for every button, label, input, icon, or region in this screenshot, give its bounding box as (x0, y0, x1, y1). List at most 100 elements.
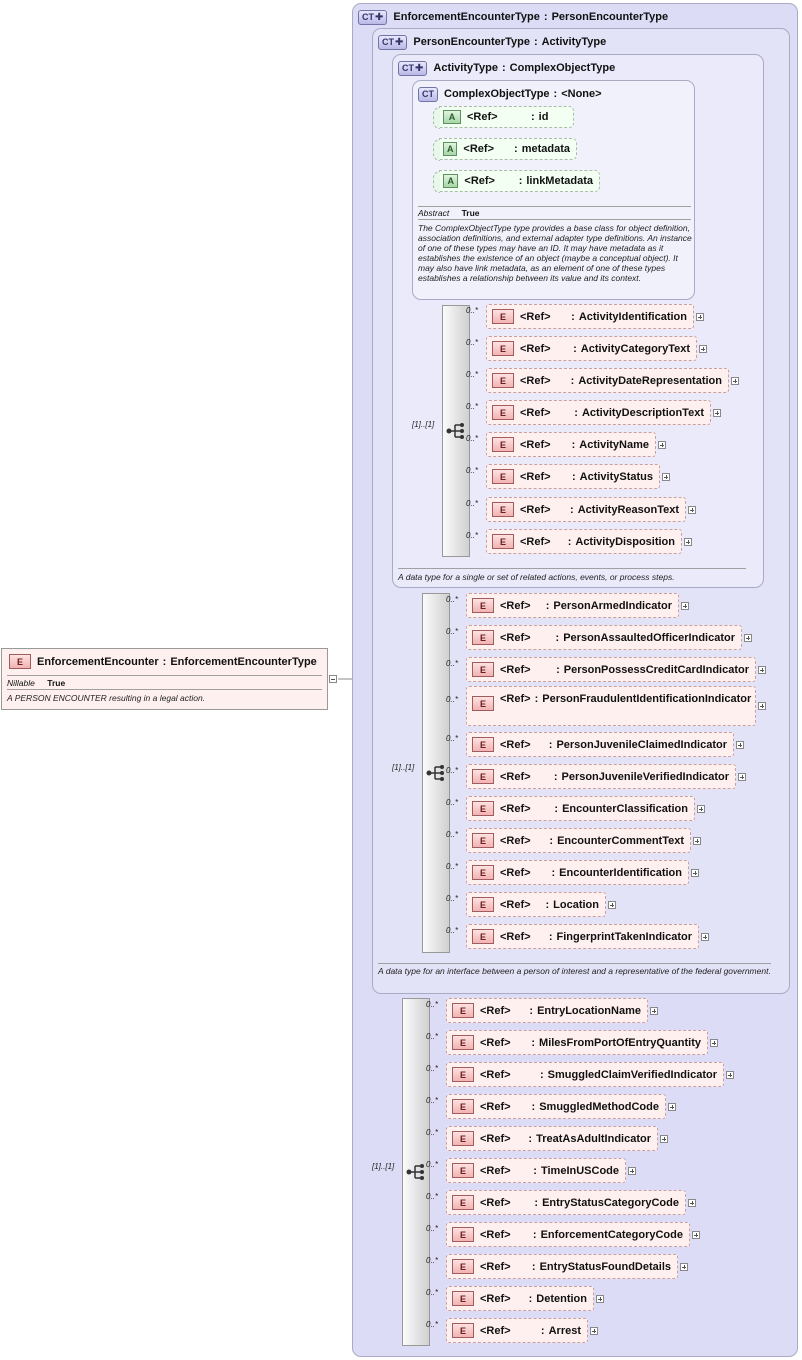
expand-toggle[interactable] (701, 932, 709, 941)
type-separator: : (514, 143, 518, 155)
type-separator: : (529, 1004, 534, 1017)
element-name: FingerprintTakenIndicator (556, 930, 692, 943)
element-cardinality: 0..* (426, 999, 439, 1009)
element-person-assaulted-officer-indicator[interactable]: E<Ref>:PersonAssaultedOfficerIndicator (466, 625, 742, 650)
element-person-fraudulent-identification-indicator[interactable]: E<Ref>:PersonFraudulentIdentificationInd… (466, 686, 756, 726)
ref-label: <Ref> (480, 1196, 511, 1209)
element-treat-as-adult-indicator[interactable]: E<Ref>:TreatAsAdultIndicator (446, 1126, 658, 1151)
expand-toggle[interactable] (596, 1294, 604, 1303)
sequence-icon (426, 764, 446, 782)
element-activity-name[interactable]: E<Ref>:ActivityName (486, 432, 656, 457)
element-person-juvenile-claimed-indicator[interactable]: E<Ref>:PersonJuvenileClaimedIndicator (466, 732, 734, 757)
element-cardinality: 0..* (446, 925, 459, 935)
expand-toggle[interactable] (590, 1326, 598, 1335)
expand-toggle[interactable] (758, 702, 766, 710)
element-icon: E (492, 437, 514, 452)
element-name: EntryLocationName (537, 1004, 641, 1017)
element-entry-status-found-details[interactable]: E<Ref>:EntryStatusFoundDetails (446, 1254, 678, 1279)
expand-toggle[interactable] (692, 1230, 700, 1239)
expand-toggle[interactable] (726, 1070, 734, 1079)
expand-toggle[interactable] (710, 1038, 718, 1047)
element-encounter-identification[interactable]: E<Ref>:EncounterIdentification (466, 860, 689, 885)
element-activity-status[interactable]: E<Ref>:ActivityStatus (486, 464, 660, 489)
attribute-link-metadata[interactable]: A<Ref>:linkMetadata (433, 170, 600, 193)
expand-toggle[interactable] (688, 505, 696, 514)
element-person-juvenile-verified-indicator[interactable]: E<Ref>:PersonJuvenileVerifiedIndicator (466, 764, 736, 789)
expand-toggle[interactable] (699, 344, 707, 353)
element-name: EncounterCommentText (557, 834, 684, 847)
expand-toggle[interactable] (688, 1198, 696, 1207)
ct-name: ActivityType (433, 62, 498, 74)
expand-toggle[interactable] (744, 633, 752, 642)
expand-toggle[interactable] (758, 665, 766, 674)
expand-toggle[interactable] (608, 900, 616, 909)
expand-toggle[interactable] (738, 772, 746, 781)
ref-label: <Ref> (500, 834, 531, 847)
element-activity-date-representation[interactable]: E<Ref>:ActivityDateRepresentation (486, 368, 729, 393)
complex-type-icon: CT (418, 86, 438, 102)
expand-toggle[interactable] (693, 836, 701, 845)
element-fingerprint-taken-indicator[interactable]: E<Ref>:FingerprintTakenIndicator (466, 924, 699, 949)
ref-label: <Ref> (500, 930, 531, 943)
element-activity-identification[interactable]: E<Ref>:ActivityIdentification (486, 304, 694, 329)
ref-label: <Ref> (500, 898, 531, 911)
type-separator: : (553, 770, 558, 783)
expand-toggle[interactable] (691, 868, 699, 877)
ct-name: ComplexObjectType (444, 88, 550, 100)
element-enforcement-category-code[interactable]: E<Ref>:EnforcementCategoryCode (446, 1222, 690, 1247)
element-entry-location-name[interactable]: E<Ref>:EntryLocationName (446, 998, 648, 1023)
element-detention[interactable]: E<Ref>:Detention (446, 1286, 594, 1311)
ct-base: ActivityType (541, 36, 607, 48)
element-encounter-classification[interactable]: E<Ref>:EncounterClassification (466, 796, 695, 821)
element-icon: E (492, 502, 514, 517)
element-encounter-comment-text[interactable]: E<Ref>:EncounterCommentText (466, 828, 691, 853)
element-location[interactable]: E<Ref>:Location (466, 892, 606, 917)
element-icon: E (492, 309, 514, 324)
element-icon: E (472, 737, 494, 752)
type-separator: : (553, 88, 558, 100)
element-activity-category-text[interactable]: E<Ref>:ActivityCategoryText (486, 336, 697, 361)
element-activity-disposition[interactable]: E<Ref>:ActivityDisposition (486, 529, 682, 554)
ref-label: <Ref> (480, 1036, 511, 1049)
element-name: Detention (536, 1292, 587, 1305)
ref-label: <Ref> (500, 802, 531, 815)
element-entry-status-category-code[interactable]: E<Ref>:EntryStatusCategoryCode (446, 1190, 686, 1215)
expand-toggle[interactable] (697, 804, 705, 813)
ref-label: <Ref> (520, 406, 551, 419)
element-activity-reason-text[interactable]: E<Ref>:ActivityReasonText (486, 497, 686, 522)
element-name: PersonPossessCreditCardIndicator (563, 663, 749, 676)
type-separator: : (531, 1260, 536, 1273)
element-name: PersonJuvenileClaimedIndicator (556, 738, 727, 751)
expand-toggle[interactable] (660, 1134, 668, 1143)
expand-toggle[interactable] (650, 1006, 658, 1015)
element-person-armed-indicator[interactable]: E<Ref>:PersonArmedIndicator (466, 593, 679, 618)
element-name: ActivityStatus (579, 470, 653, 483)
element-smuggled-claim-verified-indicator[interactable]: E<Ref>:SmuggledClaimVerifiedIndicator (446, 1062, 724, 1087)
expand-toggle[interactable] (684, 537, 692, 546)
abstract-value: True (461, 208, 480, 218)
expand-toggle[interactable] (731, 376, 739, 385)
element-name: TimeInUSCode (540, 1164, 619, 1177)
expand-toggle[interactable] (658, 440, 666, 449)
element-smuggled-method-code[interactable]: E<Ref>:SmuggledMethodCode (446, 1094, 666, 1119)
collapse-toggle[interactable] (329, 675, 337, 683)
element-time-in-uscode[interactable]: E<Ref>:TimeInUSCode (446, 1158, 626, 1183)
attribute-name: id (538, 111, 549, 123)
expand-toggle[interactable] (713, 408, 721, 417)
expand-toggle[interactable] (680, 1262, 688, 1271)
expand-toggle[interactable] (662, 472, 670, 481)
root-element-description: A PERSON ENCOUNTER resulting in a legal … (7, 693, 206, 703)
expand-toggle[interactable] (668, 1102, 676, 1111)
expand-toggle[interactable] (681, 601, 689, 610)
element-miles-from-port-of-entry-quantity[interactable]: E<Ref>:MilesFromPortOfEntryQuantity (446, 1030, 708, 1055)
element-person-possess-credit-card-indicator[interactable]: E<Ref>:PersonPossessCreditCardIndicator (466, 657, 756, 682)
element-icon: E (452, 1291, 474, 1306)
expand-toggle[interactable] (628, 1166, 636, 1175)
expand-toggle[interactable] (736, 740, 744, 749)
attribute-id[interactable]: A<Ref>:id (433, 106, 574, 129)
attribute-metadata[interactable]: A<Ref>:metadata (433, 138, 577, 161)
element-activity-description-text[interactable]: E<Ref>:ActivityDescriptionText (486, 400, 711, 425)
element-arrest[interactable]: E<Ref>:Arrest (446, 1318, 588, 1343)
expand-toggle[interactable] (696, 312, 704, 321)
root-element[interactable]: E EnforcementEncounter : EnforcementEnco… (1, 648, 328, 710)
